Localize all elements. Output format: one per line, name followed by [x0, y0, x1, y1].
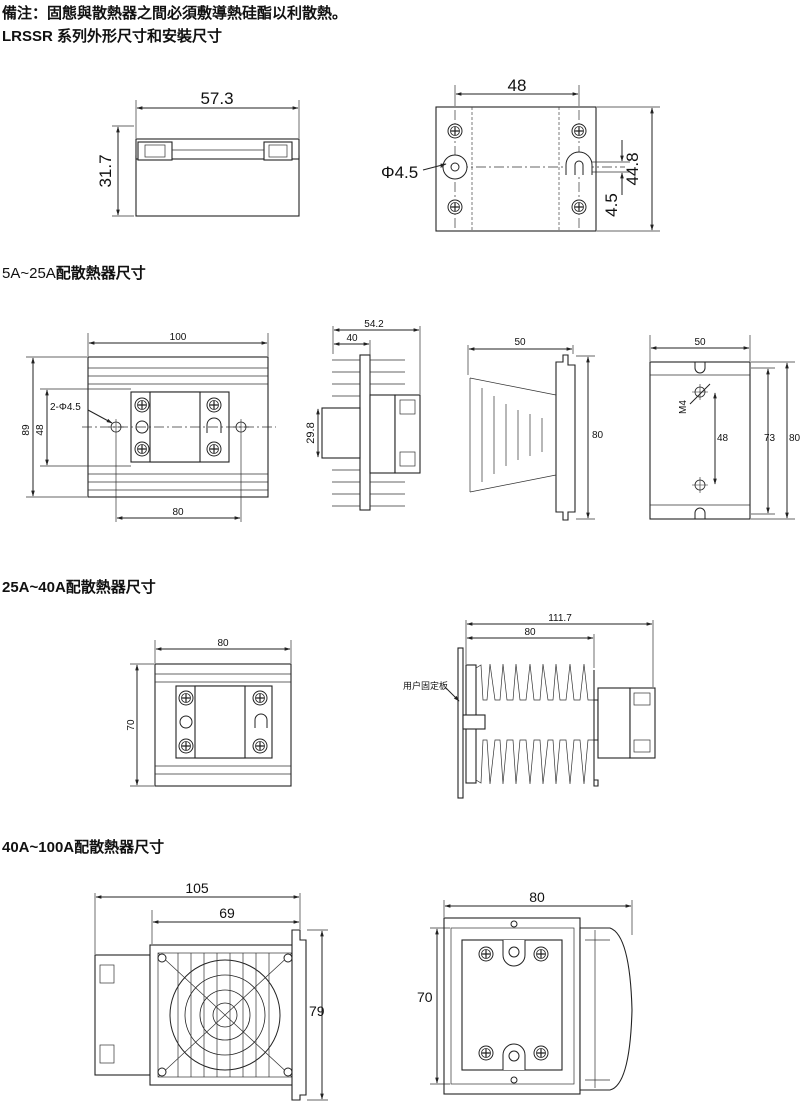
s3-dim-105: 105: [185, 880, 209, 896]
s1-dim-48-b: 48: [717, 433, 729, 444]
ssr-top-view: 48 Φ4.5 44.8 4.5: [381, 76, 660, 232]
dim-hole-pitch-48: 48: [508, 76, 527, 95]
s1-heatsink-profile-view: 50 80: [467, 337, 604, 521]
dim-height-31-7: 31.7: [96, 154, 115, 187]
s2-user-plate-label: 用户固定板: [403, 680, 448, 691]
s1-dim-73: 73: [764, 433, 776, 444]
section-title-25-40a: 25A~40A配散熱器尺寸: [2, 579, 156, 596]
s1-dim-pitch-80: 80: [172, 507, 184, 518]
s1-dim-40: 40: [346, 333, 358, 344]
note-text: 備注：固態與散熱器之間必須敷導熱硅酯以利散熱。: [2, 5, 348, 22]
s1-dim-height-89: 89: [21, 424, 32, 436]
s3-dim-80: 80: [529, 889, 545, 905]
s2-dim-80-b: 80: [524, 627, 536, 638]
s1-dim-50: 50: [514, 337, 526, 348]
series-title: LRSSR 系列外形尺寸和安裝尺寸: [2, 28, 223, 45]
s1-dim-m4: M4: [678, 400, 689, 414]
s3-dim-70: 70: [417, 989, 433, 1005]
section-title-5-25a: 5A~25A配散熱器尺寸: [2, 265, 146, 282]
s1-dim-80: 80: [592, 430, 604, 441]
s1-heatsink-front-view: 100 89 48 2-Φ4.5 80: [21, 332, 276, 522]
ssr-side-view: 57.3 31.7: [96, 89, 300, 217]
s1-dim-width-100: 100: [170, 332, 187, 343]
s1-dim-80-b: 80: [789, 433, 800, 444]
dim-slot-4-5: 4.5: [602, 193, 621, 217]
s3-dim-69: 69: [219, 905, 235, 921]
dim-width-57-3: 57.3: [200, 89, 233, 108]
section-title-40-100a: 40A~100A配散熱器尺寸: [2, 839, 165, 856]
s2-heatsink-front-view: 80 70: [126, 638, 292, 787]
s1-dim-50-b: 50: [694, 337, 706, 348]
s3-front-view: 80 70: [417, 889, 633, 1095]
dim-height-44-8: 44.8: [623, 152, 642, 185]
s1-heatsink-side-view: 54.2 40 29.8: [305, 319, 421, 511]
s3-fan-side-view: 105 69 79: [94, 880, 328, 1101]
dim-hole-diameter: Φ4.5: [381, 163, 418, 182]
s2-dim-111-7: 111.7: [548, 613, 572, 624]
s1-heatsink-mount-view: 50 M4 48 73 80: [649, 335, 800, 520]
s1-dim-29-8: 29.8: [305, 422, 317, 443]
s2-heatsink-side-view: 111.7 80 用户固定板: [403, 613, 656, 799]
s1-dim-48: 48: [35, 424, 46, 436]
s2-dim-70: 70: [126, 719, 137, 731]
s3-dim-79: 79: [309, 1003, 325, 1019]
s1-dim-holes: 2-Φ4.5: [50, 402, 81, 413]
s1-dim-54-2: 54.2: [364, 319, 384, 330]
s2-dim-80: 80: [217, 638, 229, 649]
